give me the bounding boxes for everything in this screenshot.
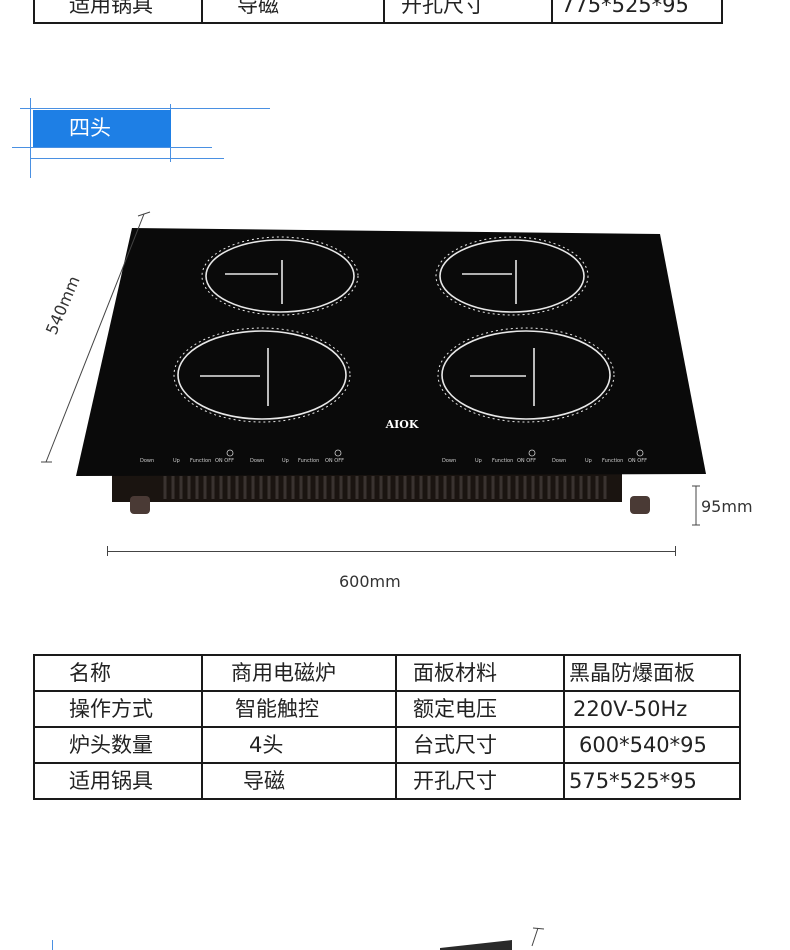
- control-label: Up: [475, 458, 482, 464]
- dimension-tick: [107, 546, 108, 556]
- table-cell: 炉头数量: [33, 726, 203, 764]
- control-label: Down: [250, 458, 264, 464]
- deco-line: [12, 147, 212, 148]
- table-row: 炉头数量 4头 台式尺寸 600*540*95: [33, 726, 741, 764]
- control-label: Down: [140, 458, 154, 464]
- control-label: ON OFF: [325, 458, 344, 464]
- depth-dimension-line: [45, 213, 145, 463]
- table-cell: 导磁: [201, 0, 385, 24]
- deco-line: [30, 98, 31, 178]
- table-row: 名称 商用电磁炉 面板材料 黑晶防爆面板: [33, 654, 741, 692]
- table-cell: 575*525*95: [563, 762, 741, 800]
- control-label: Up: [282, 458, 289, 464]
- section-tag: 四头: [33, 110, 171, 147]
- control-label: Up: [585, 458, 592, 464]
- control-label: Up: [173, 458, 180, 464]
- glass-panel: [76, 228, 706, 476]
- table-cell: 开孔尺寸: [383, 0, 553, 24]
- control-label: Down: [442, 458, 456, 464]
- table-cell: 适用锅具: [33, 0, 203, 24]
- height-label: 95mm: [701, 497, 753, 516]
- dimension-tick: [532, 927, 545, 930]
- table-cell: 台式尺寸: [395, 726, 565, 764]
- table-cell: 775*525*95: [551, 0, 723, 24]
- cooktop-foot: [630, 496, 650, 514]
- table-cell: 商用电磁炉: [201, 654, 397, 692]
- control-label: Function: [298, 458, 319, 464]
- top-spec-table: 适用锅具 导磁 开孔尺寸 775*525*95: [33, 0, 723, 24]
- dimension-tick: [137, 211, 151, 217]
- control-label: ON OFF: [517, 458, 536, 464]
- table-row: 适用锅具 导磁 开孔尺寸 775*525*95: [33, 0, 723, 24]
- table-cell: 额定电压: [395, 690, 565, 728]
- cooktop-foot: [130, 496, 150, 514]
- next-product-fragment: [440, 927, 545, 950]
- table-cell: 操作方式: [33, 690, 203, 728]
- vent-grille: [163, 476, 607, 499]
- brand-logo: AIOK: [385, 418, 419, 431]
- cooktop-illustration: AIOK Down Up Function ON OFF Down Up Fun…: [41, 211, 706, 526]
- table-cell: 面板材料: [395, 654, 565, 692]
- table-cell: 开孔尺寸: [395, 762, 565, 800]
- table-cell: 220V-50Hz: [563, 690, 741, 728]
- table-cell: 适用锅具: [33, 762, 203, 800]
- control-label: ON OFF: [215, 458, 234, 464]
- cooktop-edge: [440, 940, 512, 950]
- spec-table: 名称 商用电磁炉 面板材料 黑晶防爆面板 操作方式 智能触控 额定电压 220V…: [33, 654, 741, 800]
- deco-line: [20, 108, 270, 109]
- control-label: Function: [492, 458, 513, 464]
- control-label: Function: [190, 458, 211, 464]
- table-cell: 600*540*95: [563, 726, 741, 764]
- table-cell: 智能触控: [201, 690, 397, 728]
- dimension-line: [531, 927, 539, 947]
- table-row: 适用锅具 导磁 开孔尺寸 575*525*95: [33, 762, 741, 800]
- width-label: 600mm: [339, 572, 401, 591]
- control-panel: Down Up Function ON OFF Down Up Function…: [140, 458, 647, 464]
- cooktop-diagram: AIOK Down Up Function ON OFF Down Up Fun…: [40, 200, 760, 530]
- burner: [437, 327, 615, 423]
- deco-line: [30, 158, 224, 159]
- burner: [173, 327, 351, 423]
- table-row: 操作方式 智能触控 额定电压 220V-50Hz: [33, 690, 741, 728]
- burner: [201, 236, 359, 316]
- dimension-tick: [675, 546, 676, 556]
- burner: [435, 236, 589, 316]
- width-dimension-line: [107, 551, 675, 552]
- control-label: ON OFF: [628, 458, 647, 464]
- table-cell: 4头: [201, 726, 397, 764]
- control-label: Down: [552, 458, 566, 464]
- table-cell: 导磁: [201, 762, 397, 800]
- power-icon: [226, 449, 644, 457]
- deco-line: [52, 940, 53, 950]
- table-cell: 黑晶防爆面板: [563, 654, 741, 692]
- control-label: Function: [602, 458, 623, 464]
- table-cell: 名称: [33, 654, 203, 692]
